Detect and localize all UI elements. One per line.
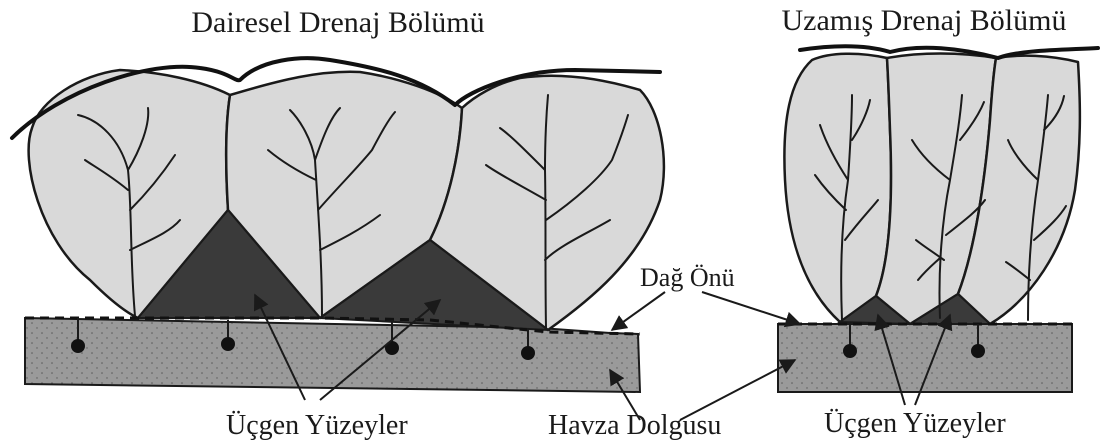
arrow-front-left bbox=[612, 292, 665, 330]
circular-drainage-section bbox=[12, 58, 664, 392]
well-point bbox=[521, 346, 535, 360]
arrow-front-right bbox=[702, 292, 800, 324]
elongated-drainage-section bbox=[778, 46, 1098, 392]
label-triangular-facets-left: Üçgen Yüzeyler bbox=[226, 410, 408, 441]
label-triangular-facets-right: Üçgen Yüzeyler bbox=[824, 408, 1006, 439]
well-point bbox=[71, 339, 85, 353]
title-circular: Dairesel Drenaj Bölümü bbox=[191, 6, 484, 39]
well-point bbox=[843, 344, 857, 358]
label-basin-fill: Havza Dolgusu bbox=[548, 410, 721, 441]
title-elongated: Uzamış Drenaj Bölümü bbox=[782, 4, 1067, 37]
elongated-lobe-1 bbox=[784, 54, 891, 322]
well-point bbox=[221, 337, 235, 351]
label-mountain-front: Dağ Önü bbox=[640, 263, 735, 292]
well-point bbox=[971, 344, 985, 358]
